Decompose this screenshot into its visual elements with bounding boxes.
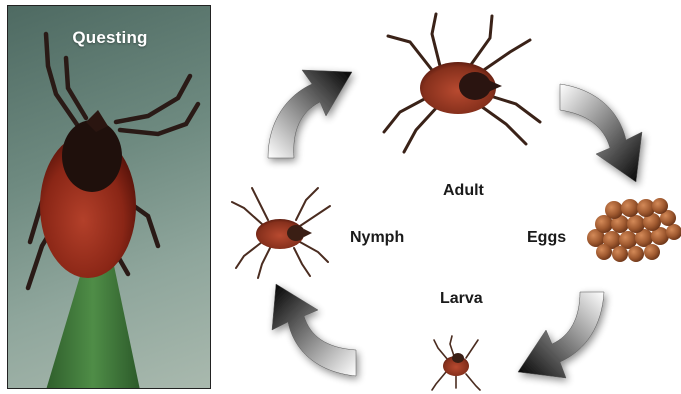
stage-label-eggs: Eggs [527,229,566,247]
cycle-arrow-icon [272,284,356,376]
cycle-arrow-icon [518,292,604,378]
cycle-arrow-icon [560,84,642,182]
tick-nymph-icon [232,188,330,278]
tick-larva-icon [432,336,480,390]
stage-label-nymph: Nymph [350,229,404,247]
tick-adult-icon [384,14,540,152]
stage-label-larva: Larva [440,290,483,308]
stage-label-adult: Adult [443,182,484,200]
cycle-arrow-icon [268,70,352,158]
eggs-cluster-icon [587,198,681,262]
